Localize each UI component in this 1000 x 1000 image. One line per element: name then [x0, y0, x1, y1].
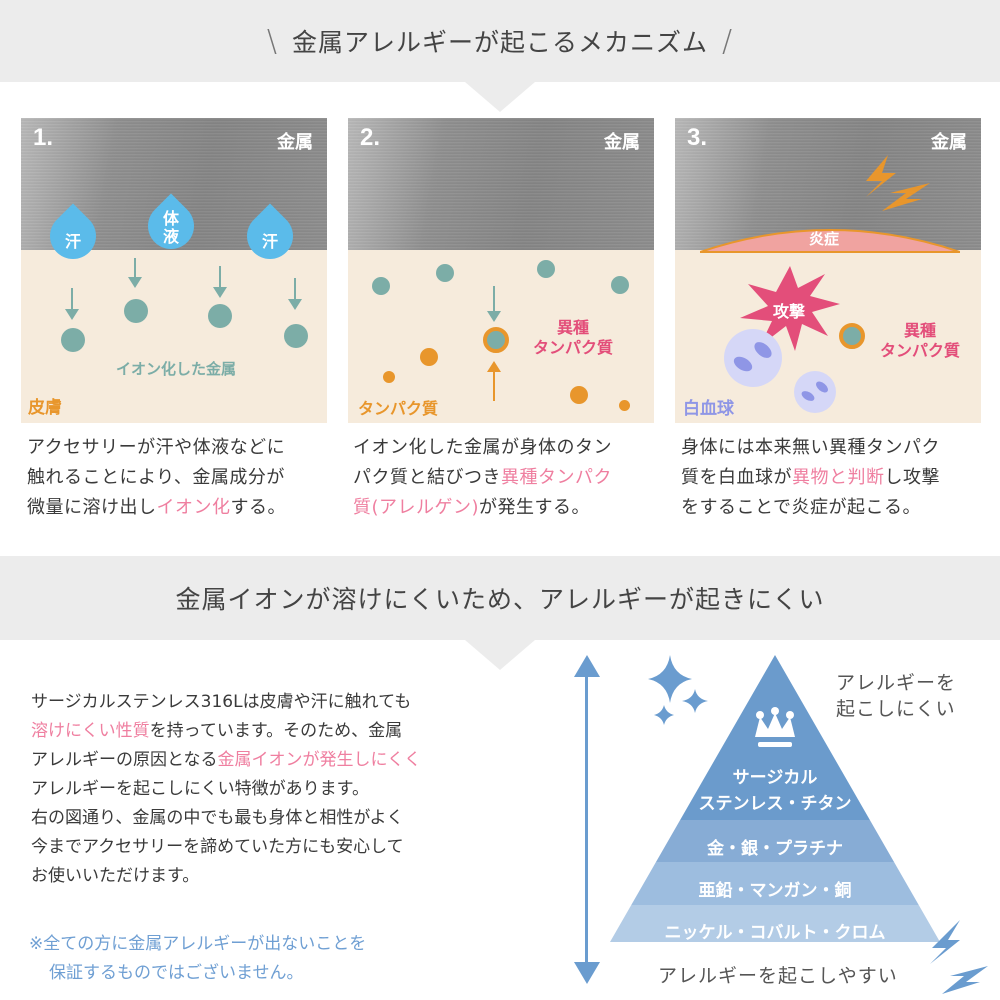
arrow-up-icon	[487, 361, 501, 401]
section-title-mechanism: 金属アレルギーが起こるメカニズム	[291, 28, 708, 57]
protein-dot	[420, 348, 438, 366]
white-blood-cell-icon	[724, 329, 782, 387]
metal-label: 金属	[604, 132, 640, 153]
arrow-down-icon	[65, 288, 79, 320]
step-number: 3.	[687, 124, 708, 151]
attack-label: 攻撃	[773, 302, 806, 321]
foreign-protein-dot	[839, 323, 865, 349]
banner-pointer	[465, 640, 535, 670]
ion-dot	[611, 276, 629, 294]
skin-label: 皮膚	[28, 398, 62, 418]
step-description-3: 身体には本来無い異種タンパク 質を白血球が異物と判断し攻撃 をすることで炎症が起…	[681, 437, 940, 518]
ion-dot	[537, 260, 555, 278]
arrow-down-icon	[487, 286, 501, 322]
step-panel-1: 1. 金属 汗 体液 汗 イオン化した金属 皮膚	[21, 118, 327, 423]
disclaimer-note: ※全ての方に金属アレルギーが出ないことを 保証するものではございません。	[29, 934, 367, 983]
arrow-down-icon	[128, 258, 142, 288]
metal-label: 金属	[277, 132, 313, 153]
step-description-2: イオン化した金属が身体のタン パク質と結びつき異種タンパク 質(アレルゲン)が発…	[353, 437, 612, 518]
lightning-icon	[930, 920, 988, 994]
low-allergy-label: アレルギーを 起こしにくい	[836, 672, 957, 720]
wbc-label: 白血球	[683, 399, 734, 419]
banner-pointer	[465, 82, 535, 112]
ion-dot	[284, 324, 308, 348]
pyramid-tier-2: 金・銀・プラチナ	[707, 839, 843, 859]
foreign-protein-label: 異種 タンパク質	[879, 321, 960, 360]
sparkle-icon	[648, 655, 708, 725]
section-banner-mechanism: \ 金属アレルギーが起こるメカニズム /	[0, 0, 1000, 82]
protein-dot	[383, 371, 395, 383]
arrow-down-icon	[288, 278, 302, 310]
inflammation-label: 炎症	[809, 230, 840, 248]
pyramid-tier-1: サージカル ステンレス・チタン	[698, 768, 852, 814]
ion-label: イオン化した金属	[116, 360, 237, 378]
ion-dot	[436, 264, 454, 282]
crown-icon	[755, 707, 795, 747]
drop-label: 汗	[261, 232, 278, 251]
step-description-1: アクセサリーが汗や体液などに 触れることにより、金属成分が 微量に溶け出しイオン…	[27, 437, 286, 518]
metal-layer	[348, 118, 654, 250]
slash-decoration-left: \	[266, 23, 278, 59]
drop-label: 汗	[64, 232, 81, 251]
foreign-protein-label: 異種 タンパク質	[532, 318, 613, 357]
arrow-down-icon	[574, 962, 600, 984]
ion-dot	[372, 277, 390, 295]
section-banner-low-allergy: 金属イオンが溶けにくいため、アレルギーが起きにくい	[0, 556, 1000, 640]
arrow-down-icon	[213, 266, 227, 298]
explanation-text: サージカルステンレス316Lは皮膚や汗に触れても 溶けにくい性質を持っています。…	[31, 692, 422, 886]
inflammation-shape	[700, 229, 960, 253]
drop-label: 体液	[162, 209, 179, 246]
scale-axis-line	[585, 672, 588, 972]
protein-label: タンパク質	[358, 399, 439, 418]
foreign-protein-dot	[483, 327, 509, 353]
step-panel-2: 2. 金属 異種 タンパク質 タンパク質	[348, 118, 654, 423]
slash-decoration-right: /	[722, 23, 734, 59]
protein-dot	[570, 386, 588, 404]
section-title-low-allergy: 金属イオンが溶けにくいため、アレルギーが起きにくい	[175, 585, 825, 614]
step-panel-3: 3. 金属 炎症 攻撃 異種 タンパク質 白血球	[675, 118, 981, 423]
pyramid-tier-4: ニッケル・コバルト・クロム	[664, 923, 886, 943]
arrow-up-icon	[574, 655, 600, 677]
protein-dot	[619, 400, 630, 411]
lightning-icon	[866, 155, 930, 211]
ion-dot	[124, 299, 148, 323]
ion-dot	[61, 328, 85, 352]
high-allergy-label: アレルギーを起こしやすい	[658, 965, 898, 987]
white-blood-cell-icon	[794, 371, 836, 413]
pyramid-tier-3: 亜鉛・マンガン・銅	[698, 881, 852, 901]
attack-burst-icon	[740, 266, 840, 351]
metal-label: 金属	[931, 132, 967, 153]
step-number: 2.	[360, 124, 381, 151]
step-number: 1.	[33, 124, 54, 151]
ion-dot	[208, 304, 232, 328]
metal-layer	[675, 118, 981, 250]
allergy-pyramid	[610, 655, 940, 942]
